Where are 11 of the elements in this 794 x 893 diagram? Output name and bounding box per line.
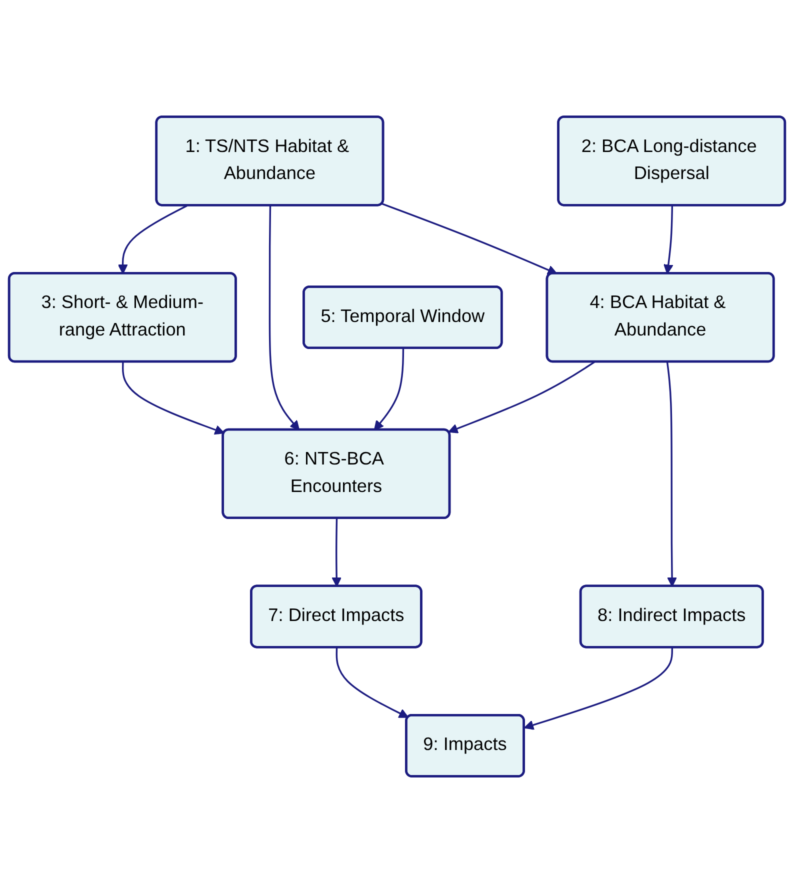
arrow [448, 361, 595, 434]
arrow [122, 362, 225, 435]
arrow [118, 204, 188, 274]
arrow [332, 518, 342, 587]
arrow [382, 203, 558, 275]
arrow [663, 206, 674, 274]
arrow [268, 206, 300, 431]
arrow [524, 648, 674, 730]
arrow [666, 362, 678, 587]
arrow [336, 648, 409, 718]
arrow [374, 348, 404, 431]
